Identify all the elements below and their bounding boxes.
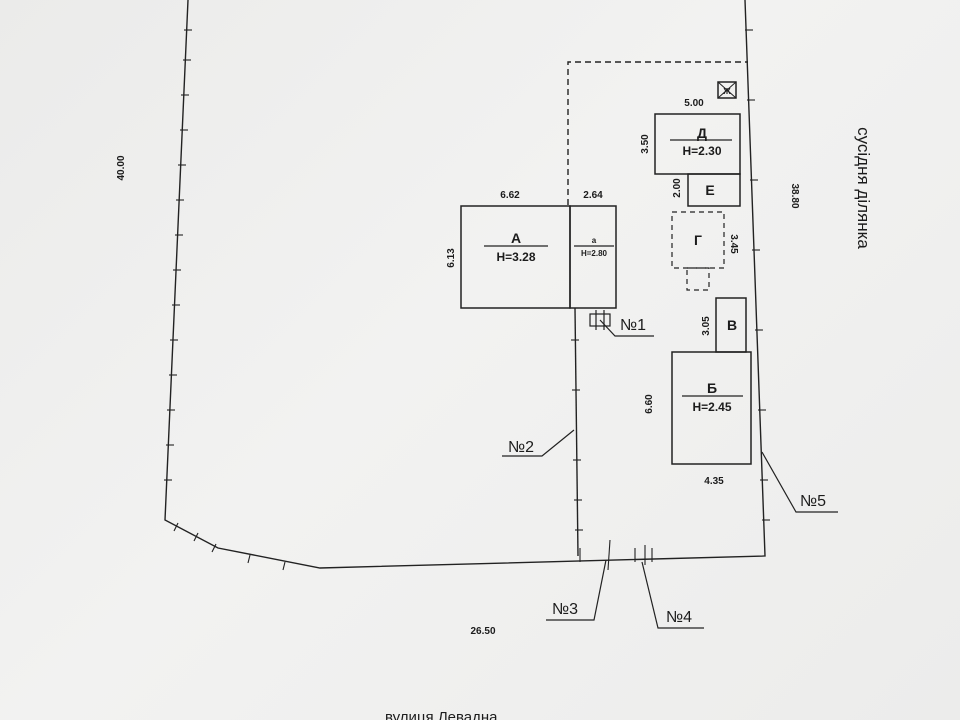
a-label: А [511, 230, 521, 246]
e-label: Е [705, 182, 714, 198]
leader-4 [641, 561, 704, 629]
g-depth: 3.45 [728, 234, 739, 254]
plot-dim-bottom: 26.50 [470, 626, 495, 637]
d-height: Н=2.30 [682, 144, 721, 158]
d-width: 5.00 [684, 98, 704, 109]
b-height: Н=2.45 [692, 400, 731, 414]
leader-2 [502, 429, 575, 457]
a-height: Н=3.28 [496, 250, 535, 264]
building-e [687, 173, 741, 207]
leader-3 [546, 559, 607, 621]
a-small-height: Н=2.80 [581, 249, 608, 258]
street-label: вулиця Левадна [385, 709, 498, 720]
plot-boundary [164, 0, 766, 569]
building-b [671, 351, 752, 465]
fence-label-5: №5 [800, 493, 826, 510]
d-label: Д [697, 125, 707, 141]
building-zh [717, 81, 737, 99]
leader-1 [599, 319, 654, 337]
boundary-ticks [164, 29, 770, 571]
zh-marker-cross [717, 81, 737, 99]
a-width: 6.62 [500, 190, 520, 201]
plot-dim-right: 38.80 [789, 183, 800, 208]
zh-label: Ж [722, 87, 731, 96]
gate-1-symbol [589, 310, 611, 330]
fence-2-line [574, 307, 579, 557]
plot-dim-left: 40.00 [116, 155, 127, 180]
fence-label-3: №3 [552, 601, 578, 618]
g-label: Г [694, 232, 702, 248]
a-small-width: 2.64 [583, 190, 603, 201]
neighbor-plot-label: сусідня ділянка [854, 127, 873, 249]
leader-5 [761, 451, 838, 513]
building-g-ext [686, 267, 710, 291]
fence-label-2: №2 [508, 439, 534, 456]
building-a-small [569, 205, 617, 309]
b-width: 4.35 [704, 476, 724, 487]
b-depth: 6.60 [644, 394, 655, 414]
d-depth: 3.50 [640, 134, 651, 154]
b-label: Б [707, 380, 717, 396]
v-label: В [727, 317, 737, 333]
e-depth: 2.00 [672, 178, 683, 198]
yard-boundary-dashed [567, 61, 748, 205]
v-depth: 3.05 [701, 316, 712, 336]
fence-label-4: №4 [666, 609, 692, 626]
fence-label-1: №1 [620, 317, 646, 334]
a-depth: 6.13 [446, 248, 457, 268]
a-small-label: а [592, 236, 597, 245]
